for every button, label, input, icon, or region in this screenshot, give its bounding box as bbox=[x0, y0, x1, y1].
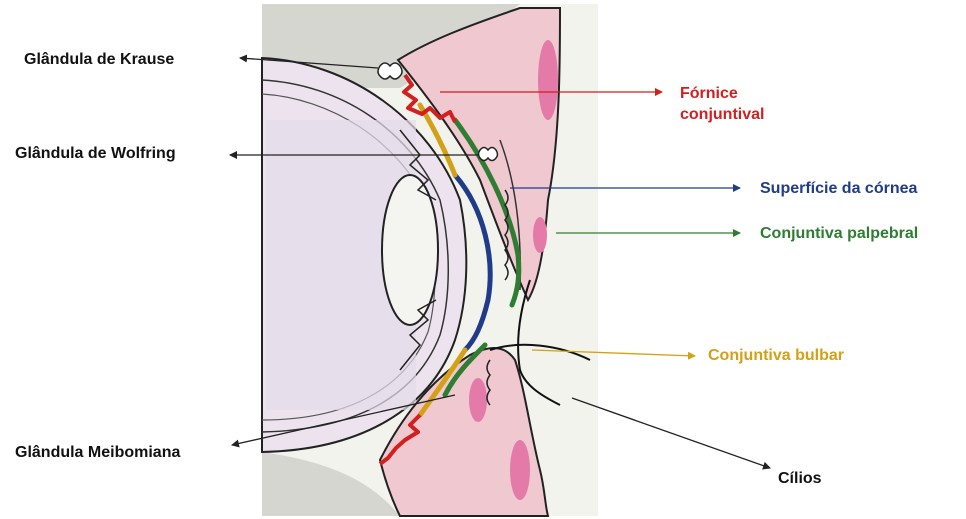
label-palpebral-conjunctiva: Conjuntiva palpebral bbox=[760, 224, 918, 243]
label-fornix-line2: conjuntival bbox=[680, 105, 764, 124]
label-meibomian-gland: Glândula Meibomiana bbox=[15, 443, 180, 462]
label-cilia: Cílios bbox=[778, 469, 822, 488]
label-cornea-surface: Superfície da córnea bbox=[760, 179, 917, 198]
label-bulbar-conjunctiva: Conjuntiva bulbar bbox=[708, 346, 844, 365]
lower-lid-highlight bbox=[469, 378, 487, 422]
lower-lid-highlight-2 bbox=[510, 440, 530, 500]
cilia-pointer bbox=[572, 398, 770, 468]
krause-gland-shape bbox=[378, 63, 402, 79]
label-krause-gland: Glândula de Krause bbox=[24, 50, 174, 69]
label-fornix-line1: Fórnice bbox=[680, 84, 738, 103]
upper-lid-highlight-2 bbox=[533, 217, 547, 253]
lens bbox=[382, 175, 438, 325]
upper-lid-highlight bbox=[538, 40, 558, 120]
wolfring-gland-shape bbox=[479, 148, 498, 161]
label-wolfring-gland: Glândula de Wolfring bbox=[15, 144, 176, 163]
